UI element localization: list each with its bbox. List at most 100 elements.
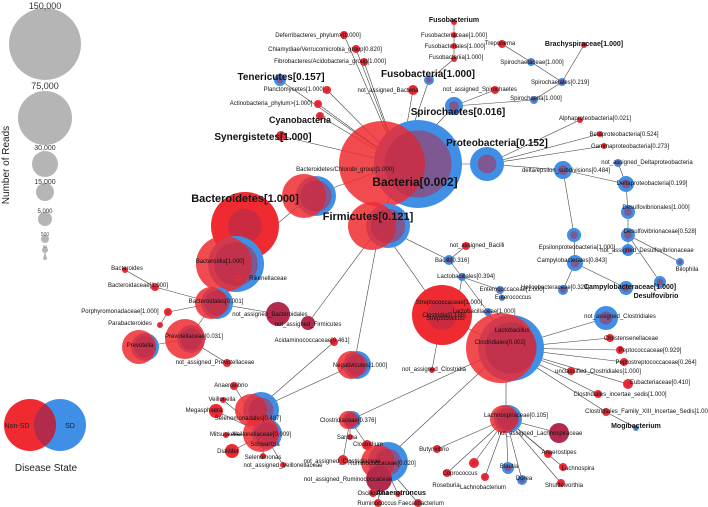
label-bacteroidaceae: Bacteroidaceae[1.000] <box>108 283 168 289</box>
overlap-bubble <box>301 316 315 330</box>
label-streptococcus: Streptococcus <box>426 316 464 322</box>
node-clostridia <box>412 285 472 345</box>
overlap-bubble <box>134 336 156 358</box>
label-bacteroidales: Bacteroidales[0.001] <box>189 299 244 305</box>
label-bacteroides: Bacteroides <box>111 266 143 272</box>
node-mitsuokella <box>223 432 229 438</box>
overlap-bubble <box>677 259 683 265</box>
label-treponema: Treponema <box>485 41 516 47</box>
label-na-desulfo: not_assigned_Desulfovibrionaceae <box>600 248 694 254</box>
overlap-bubble <box>221 398 225 402</box>
edge-proteobacteria-alphaproteo <box>486 119 581 165</box>
node-na-ruminococcaceae <box>366 466 392 492</box>
node-bacilli <box>444 255 454 265</box>
node-na-delta <box>614 159 622 167</box>
label-selenomonadales: Selenomonadales[0.487] <box>215 416 282 422</box>
size-bubble-75000 <box>18 91 72 145</box>
label-cyanobacteria: Cyanobacteria <box>269 115 332 125</box>
overlap-bubble <box>364 442 370 448</box>
label-faecalibacterium: Faecalibacterium <box>398 501 444 507</box>
overlap-bubble <box>224 433 228 437</box>
label-delta-eps: delta/epsilon_subdivisions[0.484] <box>522 168 610 174</box>
node-fusobacteriales <box>451 43 457 49</box>
size-legend-title: Number of Reads <box>1 126 12 204</box>
label-clostridiales-incertae: Clostridiales_incertae_sedis[1.000] <box>573 392 666 398</box>
label-sarcina: Sarcina <box>337 435 358 441</box>
label-negativicutes: Negativicutes[1.000] <box>333 363 388 369</box>
overlap-bubble <box>497 408 519 430</box>
node-na-lachnospiraceae <box>549 423 569 443</box>
overlap-bubble <box>582 43 586 47</box>
label-ruminococcaceae: Ruminococcaceae[0.020] <box>348 461 416 467</box>
label-bacteria: Bacteria[0.002] <box>372 175 457 189</box>
node-anaerotruncus <box>395 491 401 497</box>
label-clostridiales-family-xiii: Clostridiales_Family_XIII_Incertae_Sedis… <box>585 409 708 415</box>
overlap-bubble <box>281 463 285 467</box>
overlap-bubble <box>346 354 368 376</box>
label-spirochaetaceae: Spirochaetaceae[1.000] <box>500 60 564 66</box>
label-na-delta: not_assigned_Deltaproteobacteria <box>601 160 693 166</box>
overlap-bubble <box>300 180 332 212</box>
node-spirochaetales <box>558 78 566 86</box>
node-clostridiaceae <box>339 411 361 429</box>
overlap-bubble <box>519 477 525 483</box>
node-na-prevotellaceae <box>223 359 231 367</box>
node-anaerostipes <box>544 450 552 458</box>
label-rikenellaceae: Rikenellaceae <box>249 276 287 282</box>
node-fusobacteria <box>424 75 434 85</box>
size-label-5: 5 <box>44 252 47 257</box>
label-na-clostridiaceae: not_assigned_Clostridiaceae <box>303 459 381 465</box>
overlap-bubble <box>260 440 264 444</box>
overlap-bubble <box>376 501 380 505</box>
overlap-bubble <box>449 101 459 111</box>
label-unclassified-clostridiales: unclassified_Clostridiales[1.000] <box>555 369 641 375</box>
size-label-50: 50 <box>43 244 48 249</box>
node-negativicutes <box>337 351 371 379</box>
node-fusobacterium-top <box>451 19 457 25</box>
size-bubble-15000 <box>36 183 54 201</box>
label-oscillospira: Oscillospira <box>357 491 389 497</box>
node-prevotellaceae <box>165 319 205 359</box>
node-acidaminococcaceae <box>330 338 338 346</box>
overlap-bubble <box>370 208 406 244</box>
node-anaerovibrio <box>230 382 238 390</box>
overlap-bubble <box>598 132 602 136</box>
overlap-bubble <box>248 397 274 423</box>
label-prevotella: Prevotella <box>127 343 154 349</box>
node-sarcina <box>347 434 353 440</box>
label-veillonella: Veillonella <box>208 397 236 403</box>
overlap-bubble <box>549 423 569 443</box>
label-na-bacteroidales: not_assigned_Bacteroidales <box>232 312 307 318</box>
label-na-clostridiales: not_assigned_Clostridiales <box>584 314 656 320</box>
overlap-bubble <box>561 465 565 469</box>
node-delta-eps <box>554 161 572 179</box>
overlap-bubble <box>236 276 240 280</box>
label-epsilonproteo: Epsilonproteobacteria[1.000] <box>539 245 616 251</box>
label-proteobacteria: Proteobacteria[0.152] <box>446 138 548 149</box>
node-synergistetes <box>276 131 286 141</box>
edge-lactobacillales-enterococcaceae <box>461 276 501 291</box>
node-na-bacilli <box>462 242 470 250</box>
sd-label: SD <box>65 423 75 430</box>
overlap-bubble <box>396 492 400 496</box>
label-spirochaetia: Spirochaetia[1.000] <box>510 96 562 102</box>
node-shuttleworthia <box>557 479 565 487</box>
overlap-bubble <box>485 322 537 374</box>
node-christensenellaceae <box>606 334 614 342</box>
overlap-bubble <box>560 287 566 293</box>
overlap-bubble <box>596 392 600 396</box>
overlap-bubble <box>622 284 630 292</box>
overlap-bubble <box>570 231 578 239</box>
node-oscillospira <box>369 489 377 497</box>
label-na-lachnospiraceae: not_assigned_Lachnospiraceae <box>498 431 583 437</box>
overlap-bubble <box>452 57 456 61</box>
label-lachnospiraceae: Lachnospiraceae[0.105] <box>484 413 548 419</box>
node-fibrobacteres <box>360 58 368 66</box>
label-anaerostipes: Anaerostipes <box>541 450 576 456</box>
node-peptostreptococcaceae <box>620 358 628 366</box>
node-lactobacillaceae <box>484 308 492 316</box>
overlap-bubble <box>371 491 375 495</box>
node-brachyspiraceae <box>581 42 587 48</box>
label-peptococcaceae: Peptococcaceae[0.929] <box>619 348 682 354</box>
node-actinobacteria <box>314 100 322 108</box>
